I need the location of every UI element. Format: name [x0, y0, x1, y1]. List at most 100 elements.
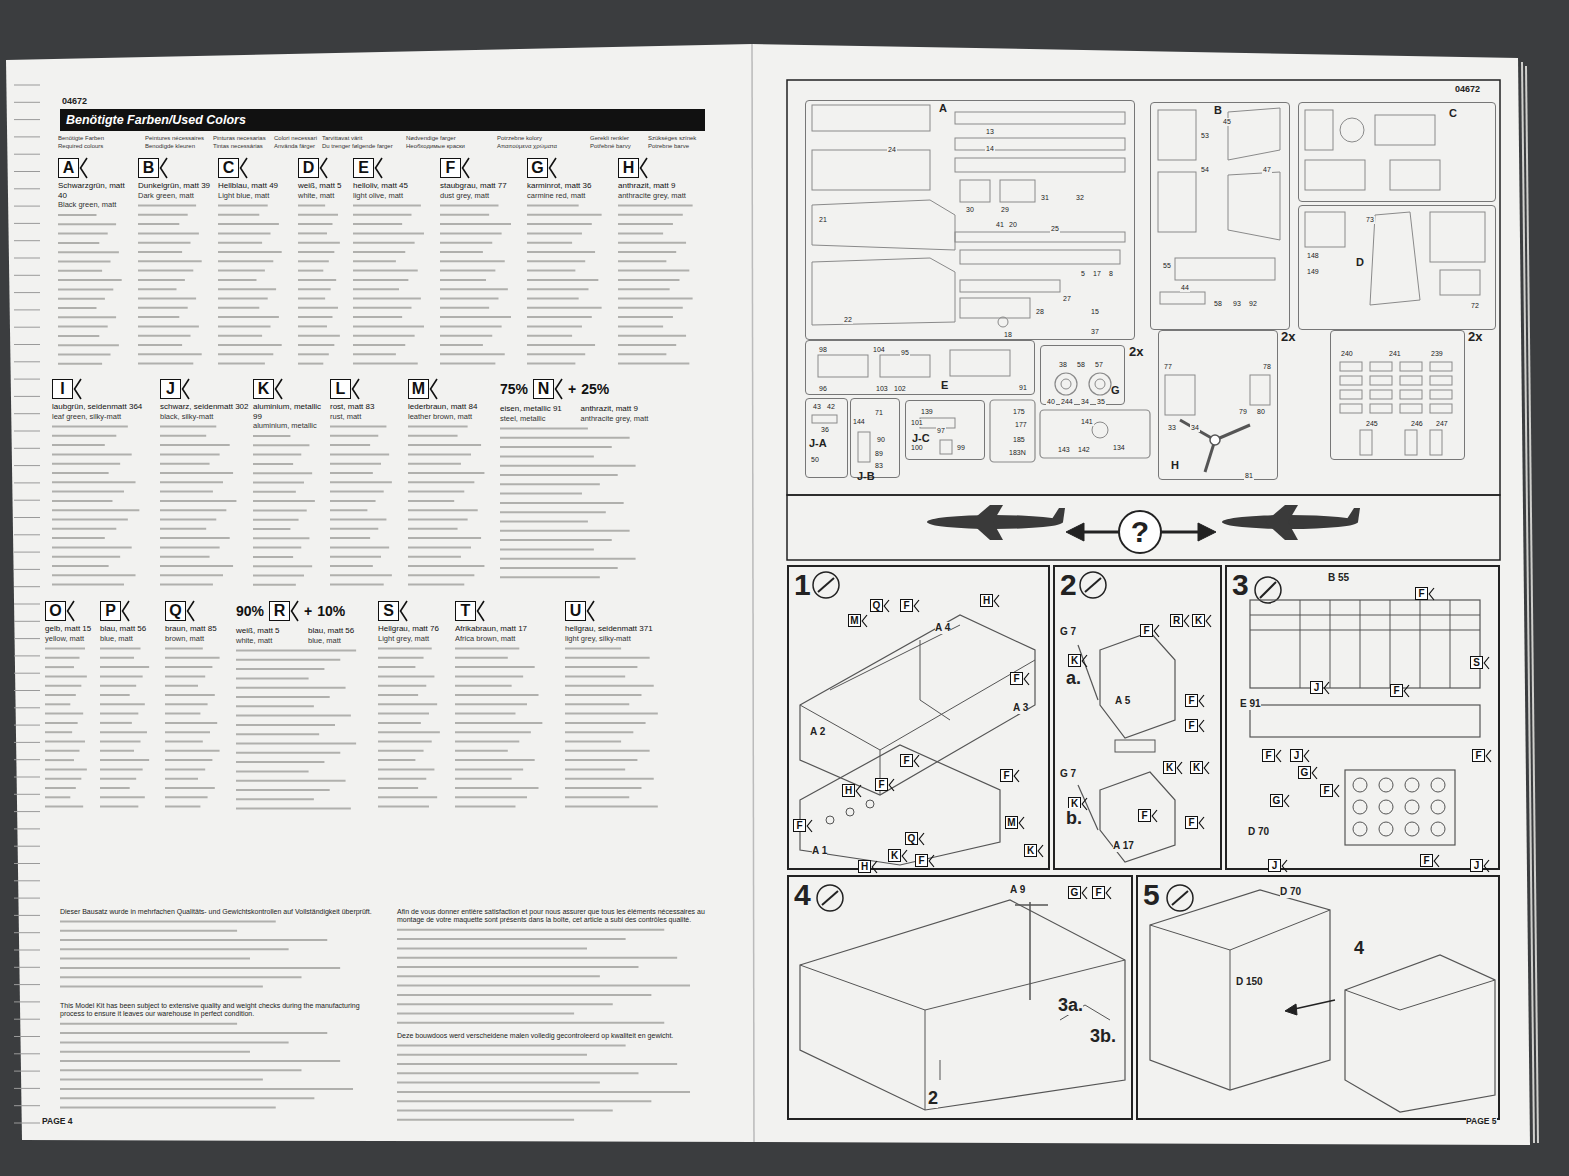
- page-title: Benötigte Farben/Used Colors: [60, 109, 705, 131]
- note-text: Dieser Bausatz wurde in mehrfachen Quali…: [60, 908, 385, 916]
- color-entry: Ehelloliv, matt 45light olive, matt: [353, 157, 437, 200]
- instrument-dial: [1353, 822, 1367, 836]
- color-name: lederbraun, matt 84: [408, 402, 498, 412]
- color-code: K: [1163, 761, 1176, 774]
- color-tag: K: [1163, 761, 1183, 775]
- part-outline: [1400, 376, 1422, 385]
- part-outline: [1000, 180, 1035, 202]
- margin-rule: [14, 777, 40, 778]
- mix-percent: 10%: [317, 603, 345, 619]
- color-name: anthracite grey, matt: [581, 414, 656, 423]
- part-number: 175: [1012, 408, 1026, 416]
- tag-notch: [1023, 672, 1030, 686]
- color-entry: Lrost, matt 83rust, matt: [330, 378, 404, 421]
- instrument-dial: [1405, 800, 1419, 814]
- part-number: 28: [1035, 308, 1045, 316]
- color-tag: M: [1005, 816, 1025, 830]
- tag-notch: [186, 600, 195, 622]
- part-reference: B 55: [1328, 572, 1349, 584]
- color-callout: F: [1320, 780, 1340, 798]
- leader-line: [940, 1060, 941, 1080]
- color-tag: Q: [905, 832, 925, 846]
- part-outline: [812, 105, 930, 131]
- page-fold: [752, 44, 754, 1142]
- part-number: 24: [887, 146, 897, 154]
- sprue-letter: E: [941, 379, 948, 391]
- sprue-frame: D: [1298, 205, 1496, 330]
- left-page: [6, 44, 754, 1142]
- color-callout: F: [1420, 850, 1440, 868]
- part-number: 18: [1003, 331, 1013, 339]
- tag-notch: [1483, 656, 1490, 670]
- tag-notch: [1403, 684, 1410, 698]
- color-name: hellgrau, seidenmatt 371: [565, 624, 673, 634]
- tag-notch: [1105, 886, 1112, 900]
- language-heading: Potrebne barve: [648, 143, 689, 150]
- part-reference: G 7: [1060, 768, 1076, 780]
- language-heading: Peintures nécessaires: [145, 135, 204, 142]
- margin-rule: [14, 500, 40, 501]
- mix-names: eisen, metallic 91steel, metallicanthraz…: [500, 402, 655, 423]
- part-number: 139: [920, 408, 934, 416]
- sprue-letter: G: [1111, 384, 1120, 396]
- sub-step-label: 2: [928, 1088, 938, 1108]
- part-reference: A 9: [1010, 884, 1025, 896]
- part-outline: [1175, 258, 1275, 280]
- part-outline: [960, 298, 1030, 318]
- tag-notch: [586, 600, 595, 622]
- control-column: [1015, 904, 1048, 906]
- tag-notch: [1198, 694, 1205, 708]
- part-number: 37: [1090, 328, 1100, 336]
- margin-rule: [14, 1105, 40, 1106]
- color-entry: Ogelb, matt 15yellow, matt: [45, 600, 97, 643]
- tag-notch: [1433, 854, 1440, 868]
- step-number: 3: [1232, 569, 1249, 601]
- color-callout: J: [1470, 855, 1490, 873]
- margin-rule: [14, 517, 40, 518]
- part-number: 42: [826, 403, 836, 411]
- color-tag: Q: [165, 600, 195, 622]
- margin-rule: [14, 673, 40, 674]
- color-code: S: [1470, 656, 1483, 669]
- color-callout: F: [1000, 765, 1020, 783]
- instrument-dial: [1353, 778, 1367, 792]
- color-tag: R: [1170, 614, 1190, 628]
- tag-notch: [1311, 766, 1318, 780]
- tag-notch: [913, 599, 920, 613]
- margin-rule: [14, 690, 40, 691]
- floor-hole: [846, 808, 854, 816]
- color-code: F: [1472, 749, 1485, 762]
- margin-rule: [14, 240, 40, 241]
- part-outline: [955, 158, 1125, 172]
- color-name: Dark green, matt: [138, 191, 214, 200]
- sprue-letter: J-B: [857, 470, 875, 482]
- sprue-frame: E: [805, 340, 1035, 395]
- text-holder: 4: [794, 879, 811, 911]
- tag-notch: [121, 600, 130, 622]
- part-number: 92: [1248, 300, 1258, 308]
- color-callout: R: [1170, 610, 1190, 628]
- part-number: 101: [910, 419, 924, 427]
- part-number: 25: [1050, 225, 1060, 233]
- tag-notch: [239, 157, 248, 179]
- part-number: 71: [874, 409, 884, 417]
- color-callout: F: [1415, 583, 1435, 601]
- color-name: karminrot, matt 36: [527, 181, 615, 191]
- color-entry: BDunkelgrün, matt 39Dark green, matt: [138, 157, 214, 200]
- color-tag: G: [1068, 886, 1088, 900]
- color-entry: CHellblau, matt 49Light blue, matt: [218, 157, 294, 200]
- tag-notch: [1283, 794, 1290, 808]
- part-number: 29: [1000, 206, 1010, 214]
- seat: [1100, 632, 1175, 738]
- color-code: F: [440, 158, 461, 178]
- text-holder: C: [1449, 107, 1457, 119]
- cockpit-floor: [800, 660, 1035, 750]
- tag-notch: [928, 854, 935, 868]
- color-callout: K: [1163, 757, 1183, 775]
- aircraft-silhouette: [927, 505, 1065, 540]
- color-tag: R: [269, 600, 299, 622]
- part-number: 33: [1167, 424, 1177, 432]
- margin-rule: [14, 1053, 40, 1054]
- color-code: F: [915, 854, 928, 867]
- color-tag: F: [793, 819, 813, 833]
